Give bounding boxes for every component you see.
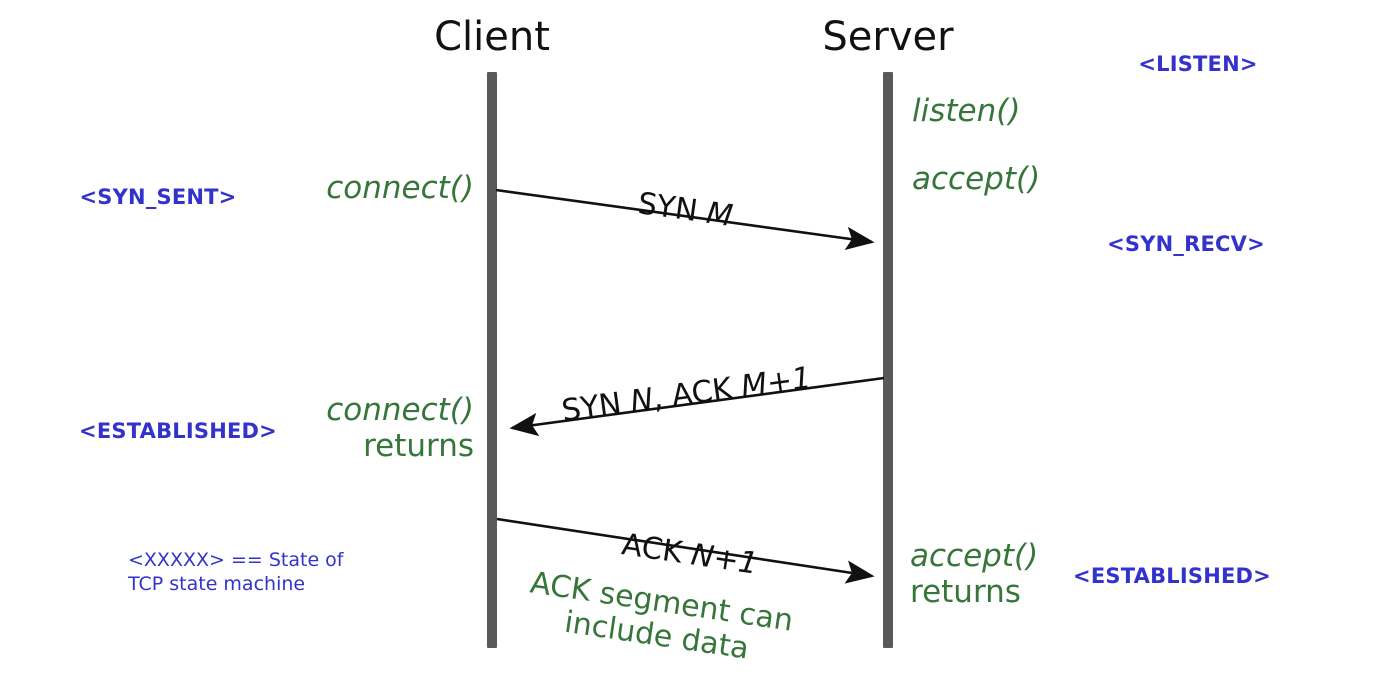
server-call-accept-returns-word: returns [910, 574, 1021, 610]
legend-note-line-1: <XXXXX> == State of [128, 549, 344, 571]
client-call-connect-returns-fn: connect() [326, 392, 474, 428]
message-label-syn-ack: SYN N, ACK M+1 [560, 361, 814, 429]
message-label-syn-plain: SYN [635, 186, 710, 231]
actor-title-server: Server [822, 14, 954, 60]
state-label-syn-recv: <SYN_RECV> [1107, 232, 1265, 256]
message-label-syn-italic: M [704, 195, 735, 234]
message-label-ack: ACK N+1 [619, 527, 759, 582]
message-label-syn: SYN M [636, 186, 735, 234]
state-label-established-client: <ESTABLISHED> [79, 419, 277, 443]
client-call-connect: connect() [326, 170, 474, 206]
legend-note: <XXXXX> == State of TCP state machine [128, 548, 344, 597]
actor-title-client: Client [434, 14, 550, 60]
state-label-established-server: <ESTABLISHED> [1073, 564, 1271, 588]
state-label-syn-sent: <SYN_SENT> [79, 185, 237, 209]
lifeline-client [487, 72, 497, 648]
server-call-accept-returns: accept() returns [910, 538, 1038, 610]
server-call-accept-returns-fn: accept() [910, 538, 1039, 574]
message-label-ack-plain: ACK [619, 527, 694, 573]
message-label-syn-ack-italic-2: M+1 [739, 360, 814, 405]
state-label-listen: <LISTEN> [1138, 52, 1258, 76]
lifeline-server [883, 72, 893, 648]
legend-note-line-2: TCP state machine [128, 573, 306, 596]
server-call-listen: listen() [912, 93, 1021, 129]
message-note-ack-segment: ACK segment can include data [523, 565, 795, 671]
message-label-syn-ack-plain-2: , ACK [650, 369, 744, 417]
message-label-syn-ack-plain-1: SYN [559, 384, 634, 429]
message-label-ack-italic: N+1 [688, 537, 760, 582]
server-call-accept: accept() [912, 161, 1041, 197]
client-call-connect-returns: connect() returns [326, 392, 474, 464]
client-call-connect-returns-word: returns [363, 428, 474, 464]
